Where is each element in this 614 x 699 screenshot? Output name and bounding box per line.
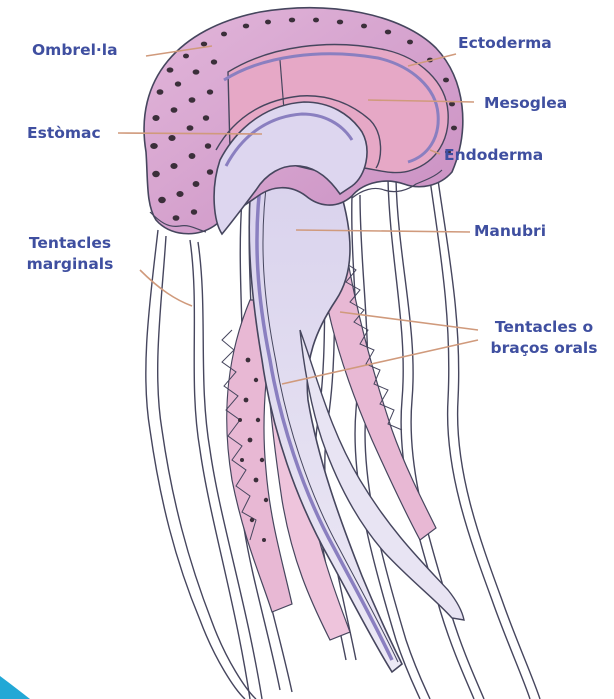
- label-tentacles-orals-line1: Tentacles o: [474, 317, 614, 338]
- label-tentacles-marginals-line1: Tentacles: [0, 233, 140, 254]
- label-endoderma: Endoderma: [444, 145, 543, 166]
- label-ombrella: Ombrel·la: [32, 40, 118, 61]
- label-manubri: Manubri: [474, 221, 546, 242]
- label-tentacles-orals-line2: braços orals: [474, 338, 614, 359]
- label-tentacles-marginals: Tentacles marginals: [0, 233, 140, 275]
- leader-marginals: [140, 270, 192, 306]
- leader-estomac: [118, 133, 262, 134]
- corner-accent: [0, 676, 30, 699]
- label-ectoderma: Ectoderma: [458, 33, 552, 54]
- label-estomac: Estòmac: [27, 123, 101, 144]
- label-tentacles-orals: Tentacles o braços orals: [474, 317, 614, 359]
- label-mesoglea: Mesoglea: [484, 93, 567, 114]
- label-tentacles-marginals-line2: marginals: [0, 254, 140, 275]
